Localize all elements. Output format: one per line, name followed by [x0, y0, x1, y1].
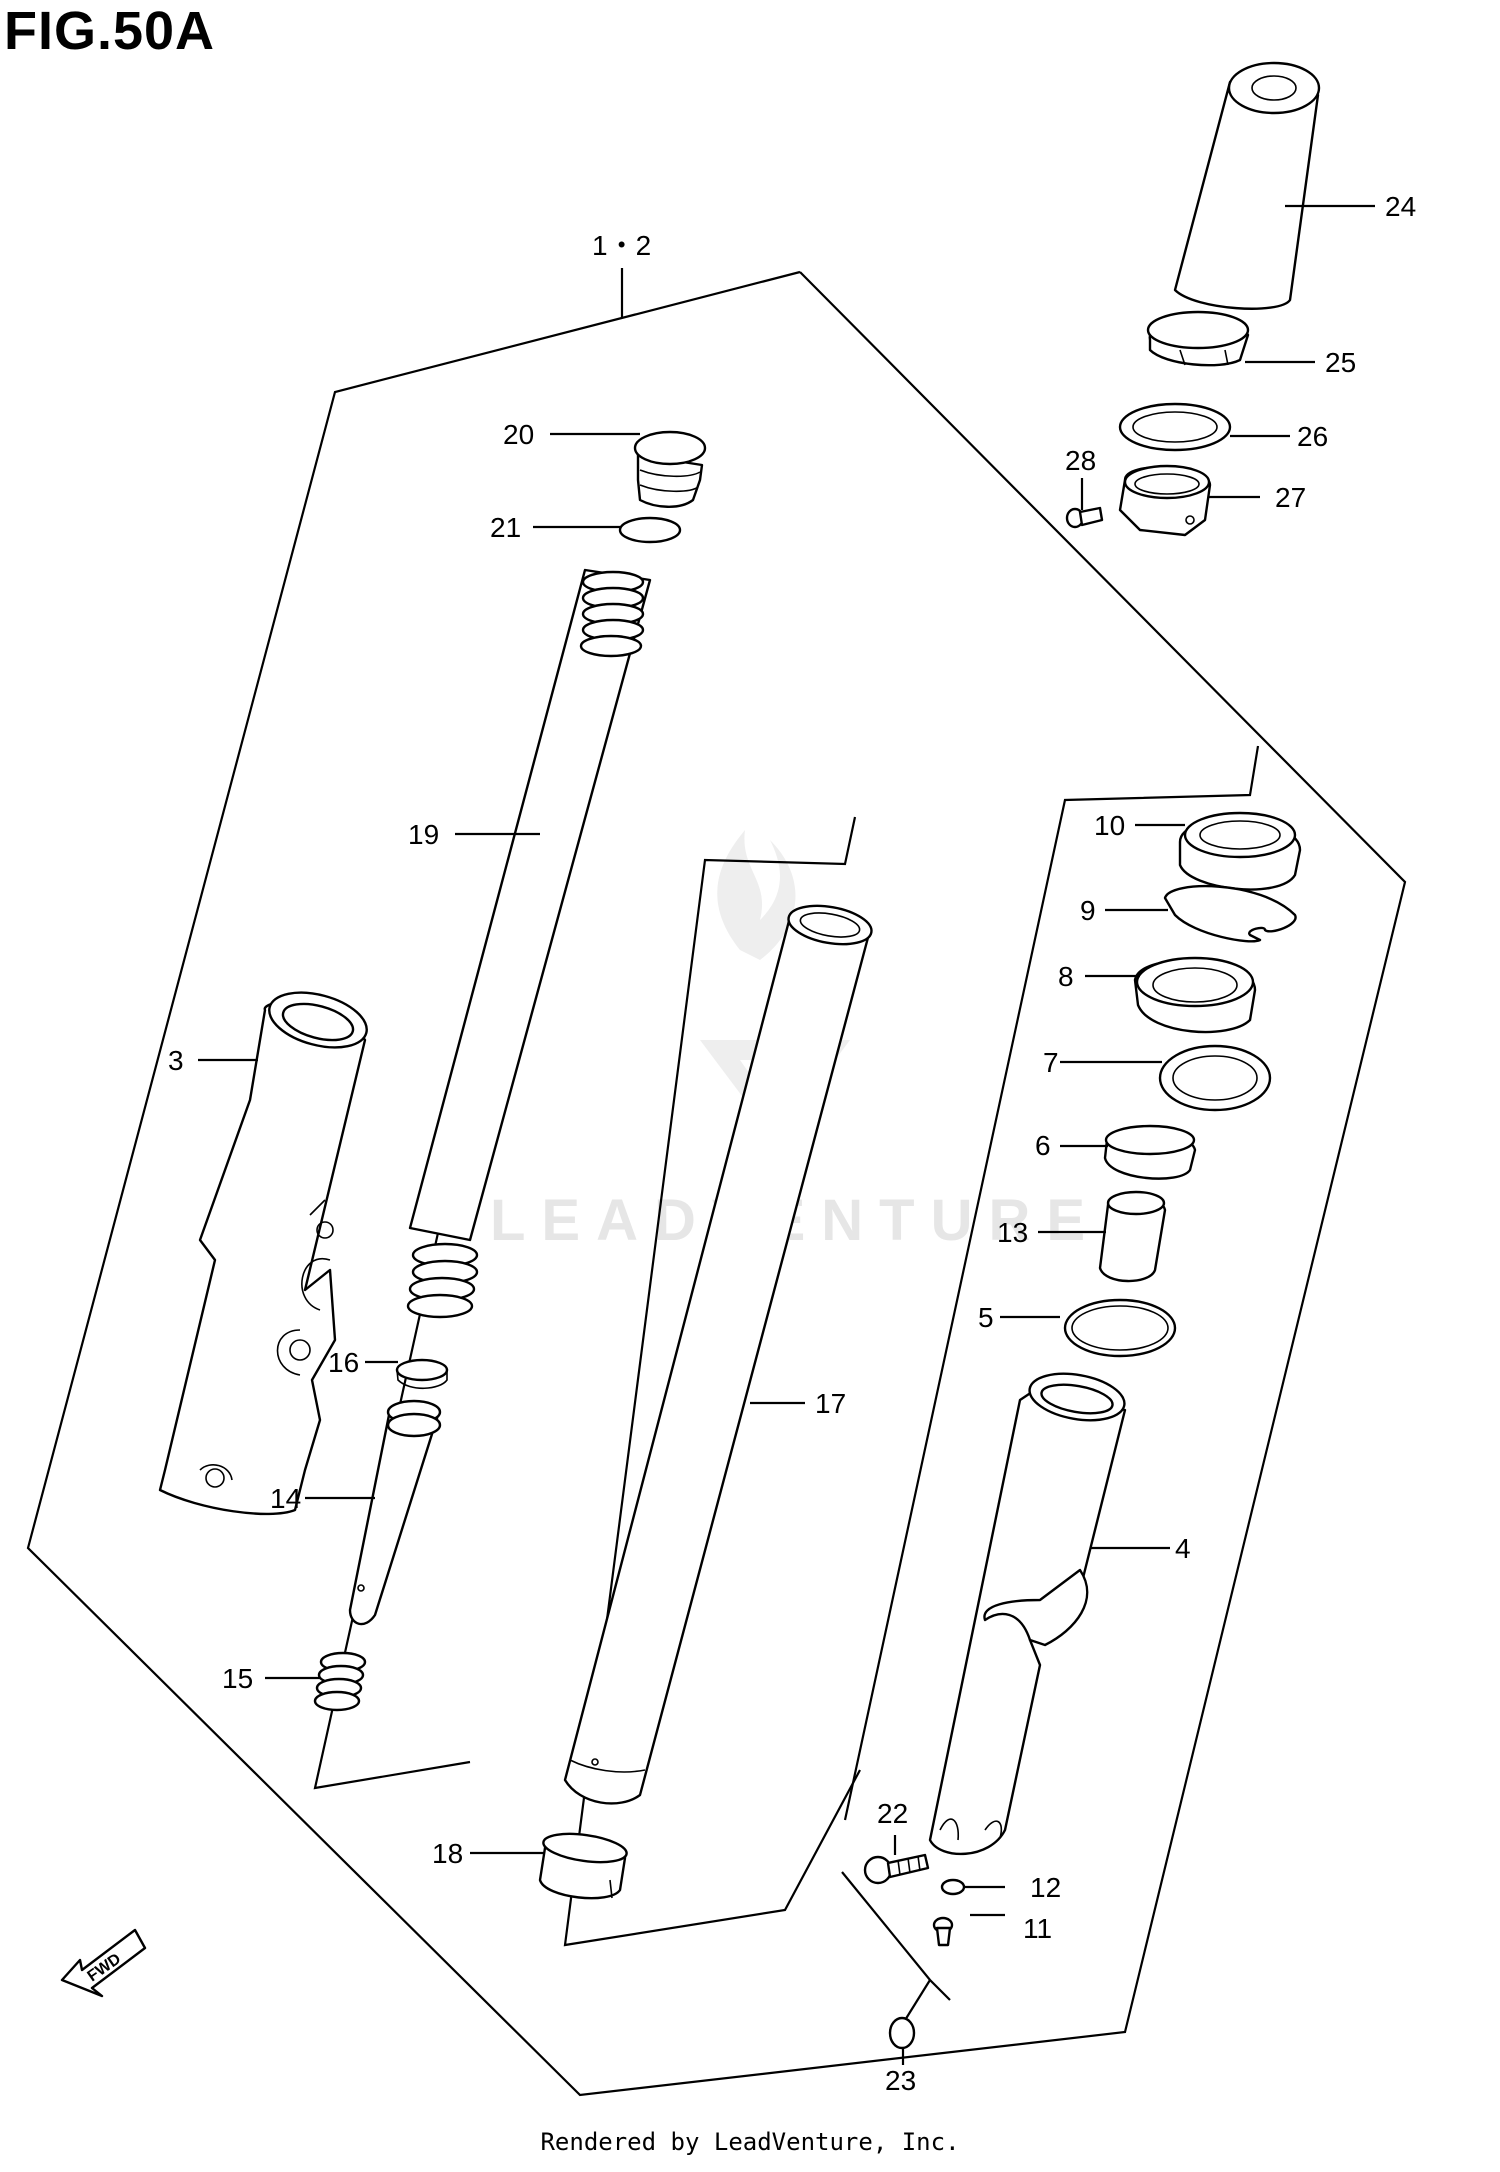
oil-lock-piece	[1098, 1190, 1167, 1283]
plug-23	[888, 2016, 916, 2050]
callout-27: 27	[1275, 482, 1306, 513]
callout-25: 25	[1325, 347, 1356, 378]
gasket-12	[940, 1878, 966, 1896]
callout-4: 4	[1175, 1533, 1191, 1564]
outer-tube-left	[158, 991, 368, 1516]
guide-bushing-6	[1103, 1124, 1197, 1180]
callout-7: 7	[1043, 1047, 1059, 1078]
callout-13: 13	[997, 1217, 1028, 1248]
callout-20: 20	[503, 419, 534, 450]
render-credit: Rendered by LeadVenture, Inc.	[540, 2128, 960, 2156]
callout-3: 3	[168, 1045, 184, 1076]
callout-5: 5	[978, 1302, 994, 1333]
assembly-outline	[26, 270, 1407, 2097]
ring-16	[395, 1358, 449, 1390]
leader-lines	[198, 204, 1375, 2065]
callout-15: 15	[222, 1663, 253, 1694]
inner-tube	[563, 904, 873, 1805]
screw-11	[932, 1916, 954, 1947]
stopper-ring	[1163, 884, 1297, 943]
callout-14: 14	[270, 1483, 301, 1514]
inner-bracket-right	[843, 745, 1260, 1821]
inner-bracket-middle	[563, 816, 861, 1947]
callout-12: 12	[1030, 1872, 1061, 1903]
clamp-bolt	[1065, 506, 1104, 529]
callout-23: 23	[885, 2065, 916, 2096]
drain-bolt	[863, 1853, 930, 1885]
callout-labels: 1・2 3 4 5 6 7 8 9 10 11 12 13 14 15 16 1…	[168, 191, 1416, 2096]
boot-holder	[1146, 310, 1250, 367]
damper-rod	[348, 1399, 442, 1626]
callout-17: 17	[815, 1388, 846, 1419]
callout-21: 21	[490, 512, 521, 543]
outer-tube-right	[928, 1372, 1127, 1856]
dust-seal	[1178, 811, 1302, 891]
washer-7	[1158, 1044, 1272, 1112]
figure-title: FIG.50A	[4, 1, 216, 61]
fork-clamp	[1118, 464, 1212, 537]
inner-bracket-bottom	[901, 1979, 931, 2026]
callout-16: 16	[328, 1347, 359, 1378]
callout-28: 28	[1065, 445, 1096, 476]
fork-spring	[406, 568, 652, 1319]
callout-10: 10	[1094, 810, 1125, 841]
callout-19: 19	[408, 819, 439, 850]
callout-18: 18	[432, 1838, 463, 1869]
washer-26	[1118, 402, 1232, 452]
callout-22: 22	[877, 1798, 908, 1829]
callout-26: 26	[1297, 421, 1328, 452]
callout-11: 11	[1023, 1913, 1052, 1944]
fwd-direction-badge: FWD	[60, 1928, 147, 1998]
slide-bushing-18	[538, 1832, 628, 1900]
circlip-5	[1063, 1298, 1177, 1358]
callout-6: 6	[1035, 1130, 1051, 1161]
callout-24: 24	[1385, 191, 1416, 222]
spring-coil-bottom	[406, 1242, 479, 1319]
cap-bolt	[633, 430, 707, 508]
fork-boot	[1173, 61, 1321, 310]
oil-seal	[1133, 956, 1257, 1034]
o-ring-21	[618, 516, 682, 544]
callout-9: 9	[1080, 895, 1096, 926]
callout-1-2: 1・2	[592, 230, 651, 261]
spring-coil-top	[579, 570, 645, 658]
callout-8: 8	[1058, 961, 1074, 992]
rebound-spring	[313, 1651, 367, 1712]
inner-bracket-bolt	[841, 1871, 951, 2001]
